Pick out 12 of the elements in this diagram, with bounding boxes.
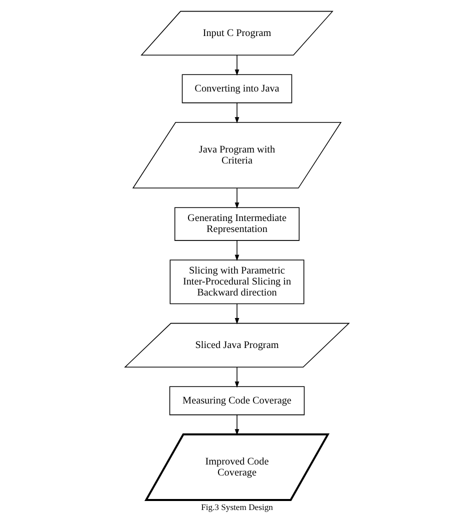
node-box: Measuring Code Coverage [169,386,305,416]
node-box: Generating Intermediate Representation [174,207,300,241]
node-box: Converting into Java [182,74,292,104]
arrow [234,188,240,209]
arrow [234,304,240,324]
caption: Fig.3 System Design [201,502,273,512]
arrow [234,102,240,124]
arrow [234,366,240,388]
arrow [234,414,240,436]
arrow [234,240,240,261]
arrow [234,54,240,76]
node-box: Slicing with Parametric Inter-Procedural Slicing in Backward direction [170,260,304,304]
